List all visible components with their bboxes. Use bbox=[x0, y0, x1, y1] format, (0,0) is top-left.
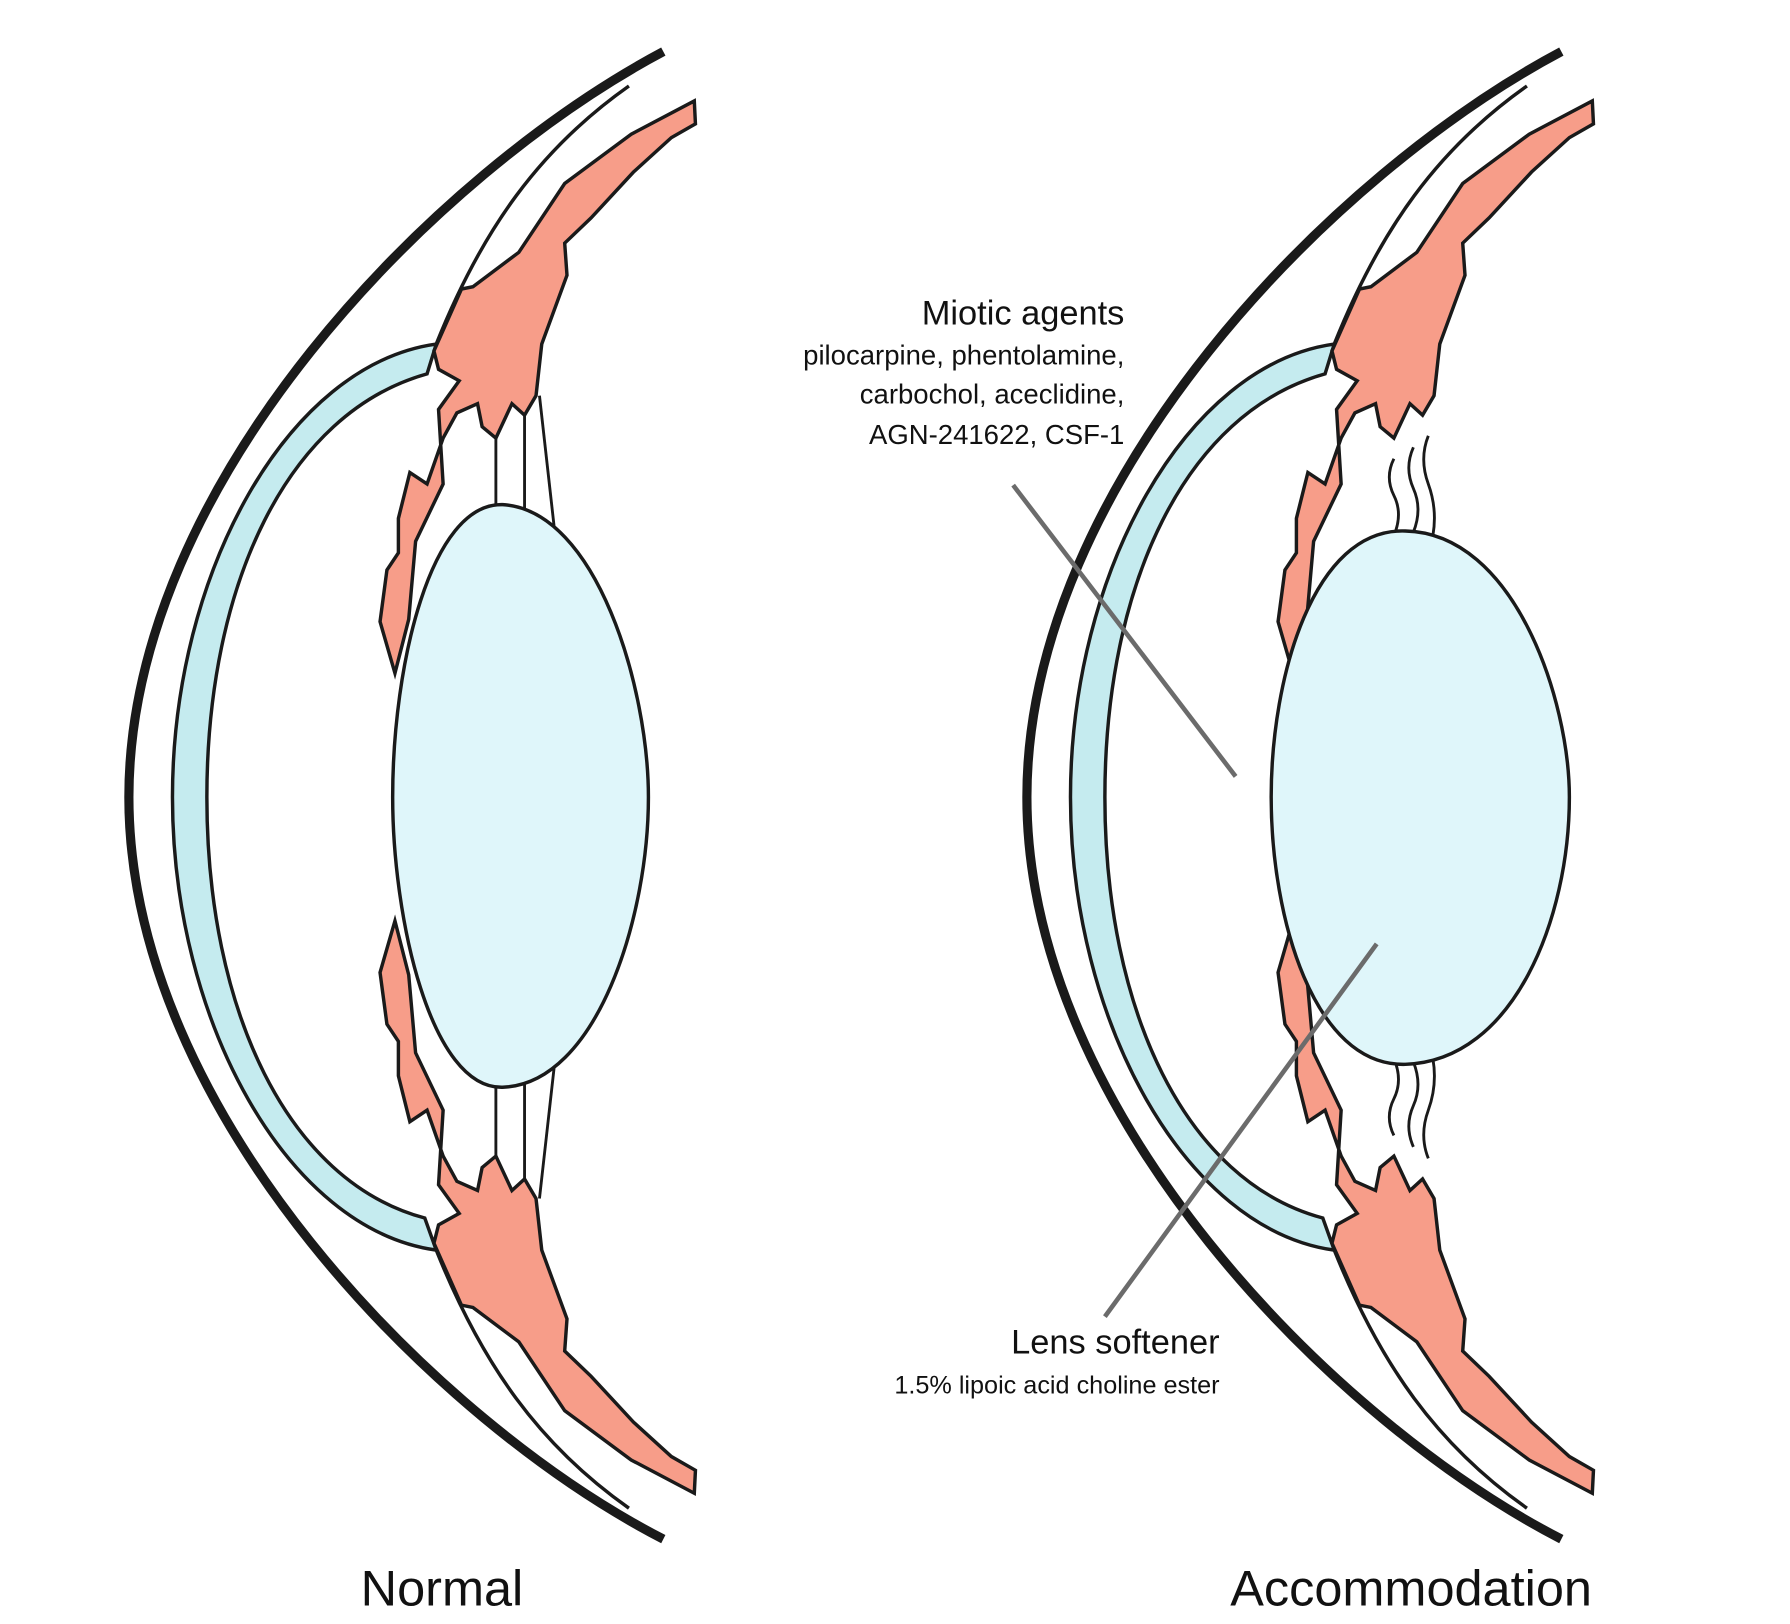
normal-zonules bbox=[494, 395, 557, 1199]
accommodation-zonules bbox=[1387, 435, 1436, 1159]
accommodation-eye bbox=[1027, 52, 1594, 1540]
lens-softener-detail: 1.5% lipoic acid choline ester bbox=[894, 1371, 1219, 1399]
normal-label: Normal bbox=[361, 1560, 524, 1617]
lens-softener-title: Lens softener bbox=[1011, 1323, 1219, 1361]
miotic-agents-line-3: AGN-241622, CSF-1 bbox=[869, 419, 1124, 450]
normal-eye bbox=[129, 52, 696, 1540]
softener-pointer-line bbox=[1103, 942, 1379, 1318]
accommodation-label: Accommodation bbox=[1230, 1560, 1592, 1617]
miotic-agents-line-2: carbochol, aceclidine, bbox=[860, 379, 1125, 410]
miotic-agents-line-1: pilocarpine, phentolamine, bbox=[803, 340, 1124, 371]
miotic-agents-title: Miotic agents bbox=[922, 295, 1125, 333]
normal-lens bbox=[390, 502, 651, 1089]
miotic-pointer-line bbox=[1011, 483, 1238, 778]
accommodation-lens bbox=[1269, 529, 1572, 1067]
